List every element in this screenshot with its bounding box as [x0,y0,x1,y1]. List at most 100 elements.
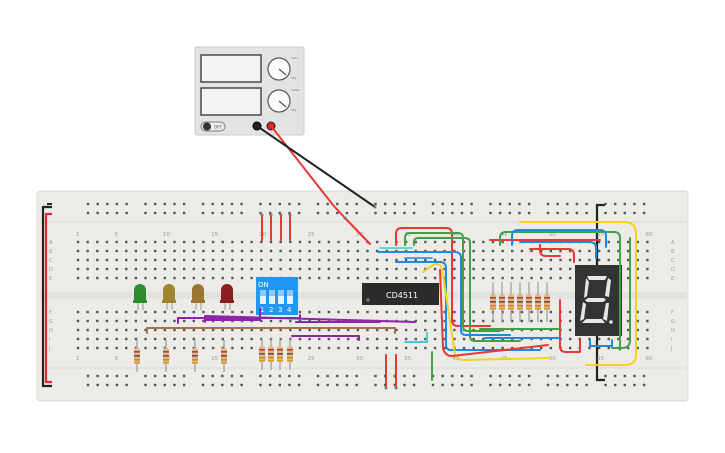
breadboard-hole[interactable] [366,276,369,280]
rail-hole[interactable] [211,202,214,206]
breadboard-hole[interactable] [472,346,475,350]
breadboard-hole[interactable] [646,240,649,244]
rail-hole[interactable] [96,383,99,387]
rail-hole[interactable] [268,211,272,215]
breadboard-hole[interactable] [134,276,138,280]
breadboard-hole[interactable] [588,337,591,341]
breadboard-hole[interactable] [173,258,176,262]
breadboard-hole[interactable] [443,346,446,350]
breadboard-hole[interactable] [211,276,215,280]
breadboard-hole[interactable] [356,337,360,341]
breadboard-hole[interactable] [366,267,369,271]
breadboard-hole[interactable] [173,328,176,332]
breadboard-hole[interactable] [511,346,514,350]
breadboard-hole[interactable] [482,276,485,280]
breadboard-hole[interactable] [347,310,350,314]
breadboard-hole[interactable] [308,258,311,262]
breadboard-hole[interactable] [250,267,253,271]
breadboard-hole[interactable] [607,240,610,244]
resistor-bank-5[interactable] [526,282,532,322]
rail-hole[interactable] [489,374,492,378]
breadboard-hole[interactable] [472,276,475,280]
breadboard-hole[interactable] [192,346,195,350]
breadboard-hole[interactable] [240,267,244,271]
breadboard-hole[interactable] [192,258,195,262]
rail-hole[interactable] [278,374,281,378]
breadboard-hole[interactable] [540,267,543,271]
green-led[interactable] [133,284,147,310]
breadboard-hole[interactable] [115,337,118,341]
breadboard-hole[interactable] [279,267,282,271]
breadboard-hole[interactable] [192,249,195,253]
breadboard-hole[interactable] [154,310,157,314]
breadboard-hole[interactable] [163,249,167,253]
rail-hole[interactable] [278,202,281,206]
rail-hole[interactable] [288,383,291,387]
breadboard-hole[interactable] [327,337,331,341]
breadboard-hole[interactable] [76,310,80,314]
rail-hole[interactable] [153,202,157,206]
rail-hole[interactable] [297,211,301,215]
breadboard-hole[interactable] [250,258,253,262]
breadboard-hole[interactable] [76,249,80,253]
breadboard-hole[interactable] [366,346,369,350]
breadboard-hole[interactable] [144,240,147,244]
breadboard-hole[interactable] [192,337,195,341]
rail-hole[interactable] [240,211,243,215]
breadboard-hole[interactable] [240,258,244,262]
rail-hole[interactable] [374,374,377,378]
rail-hole[interactable] [441,383,444,387]
breadboard-hole[interactable] [134,310,138,314]
breadboard-hole[interactable] [144,319,147,323]
breadboard-hole[interactable] [202,258,205,262]
breadboard-hole[interactable] [646,267,649,271]
breadboard-hole[interactable] [221,310,224,314]
rail-hole[interactable] [259,211,262,215]
breadboard-hole[interactable] [530,310,533,314]
breadboard-hole[interactable] [269,328,273,332]
rail-hole[interactable] [460,211,464,215]
breadboard-hole[interactable] [115,346,118,350]
breadboard-hole[interactable] [182,258,186,262]
breadboard-hole[interactable] [231,328,234,332]
breadboard-hole[interactable] [520,319,524,323]
rail-hole[interactable] [441,374,444,378]
breadboard-hole[interactable] [221,276,224,280]
breadboard-hole[interactable] [86,240,89,244]
breadboard-hole[interactable] [559,267,562,271]
breadboard-hole[interactable] [269,258,273,262]
breadboard-hole[interactable] [134,337,138,341]
breadboard-hole[interactable] [115,319,118,323]
breadboard-hole[interactable] [482,337,485,341]
breadboard-hole[interactable] [337,249,340,253]
breadboard-hole[interactable] [491,258,495,262]
rail-hole[interactable] [345,202,349,206]
breadboard-hole[interactable] [540,249,543,253]
breadboard-hole[interactable] [154,258,157,262]
rail-hole[interactable] [489,211,492,215]
breadboard-hole[interactable] [250,249,253,253]
breadboard-hole[interactable] [568,276,572,280]
rail-hole[interactable] [355,374,358,378]
breadboard-hole[interactable] [115,267,118,271]
rail-hole[interactable] [288,202,291,206]
breadboard-hole[interactable] [646,337,649,341]
rail-hole[interactable] [182,211,186,215]
breadboard-hole[interactable] [588,346,591,350]
breadboard-hole[interactable] [144,276,147,280]
rail-hole[interactable] [268,383,272,387]
breadboard-hole[interactable] [298,337,302,341]
resistor-bank-1[interactable] [490,282,496,322]
breadboard-hole[interactable] [260,319,263,323]
breadboard-hole[interactable] [433,240,437,244]
breadboard-hole[interactable] [125,240,128,244]
breadboard-hole[interactable] [395,276,398,280]
breadboard-hole[interactable] [318,346,321,350]
breadboard-hole[interactable] [144,337,147,341]
breadboard-hole[interactable] [472,258,475,262]
breadboard-hole[interactable] [395,310,398,314]
rail-hole[interactable] [153,211,157,215]
breadboard-hole[interactable] [414,346,417,350]
breadboard-hole[interactable] [154,267,157,271]
breadboard-hole[interactable] [414,258,417,262]
